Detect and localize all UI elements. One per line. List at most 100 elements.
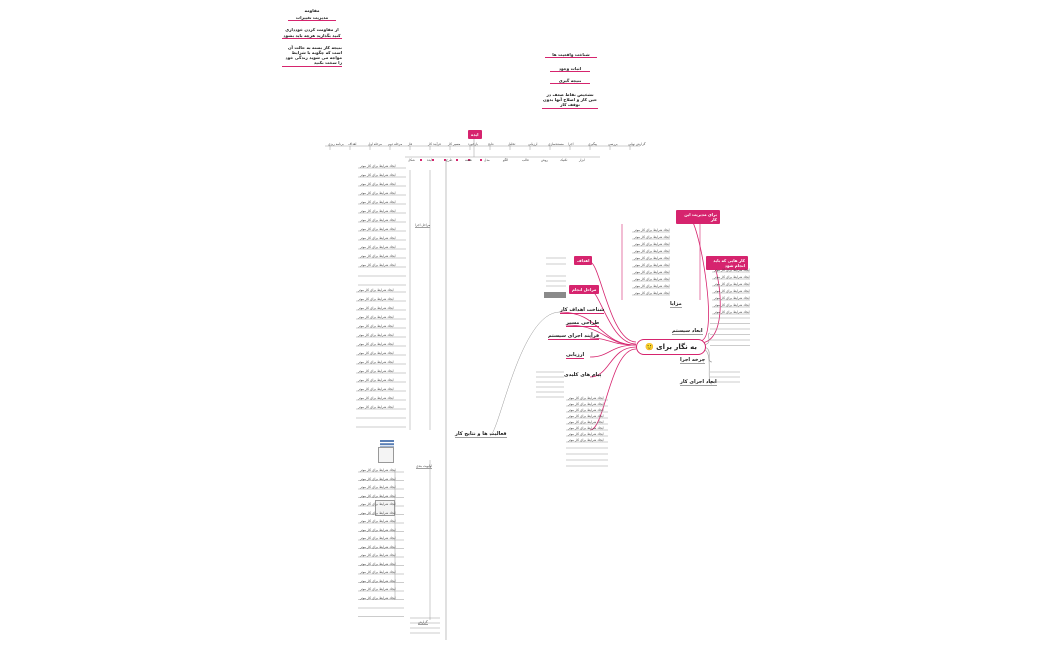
second-row-label[interactable]: الگو [503,158,509,162]
list-item[interactable]: ایجاد شرایط برای کار موثر [634,270,670,274]
list-item[interactable]: ایجاد شرایط برای کار موثر [360,493,396,498]
list-item[interactable]: ایجاد شرایط برای کار موثر [360,218,396,222]
second-row-label[interactable]: روش [541,158,548,162]
list-item[interactable]: ایجاد شرایط برای کار موثر [360,254,396,258]
list-item[interactable]: ایجاد شرایط برای کار موثر [360,536,396,540]
list-item[interactable]: ایجاد شرایط برای کار موثر [358,306,394,310]
top-branch-label[interactable]: فاز [408,142,413,146]
top-branch-label[interactable]: فرآیند کار [428,142,441,146]
left-topic-1[interactable]: شناخت اهداف کار [560,307,605,314]
central-topic[interactable]: به نگار برای 🙂 [636,339,707,355]
tree-section-3[interactable]: گزارش [418,620,428,625]
second-row-label[interactable]: نقشه [465,158,473,162]
list-item[interactable]: ایجاد شرایط برای کار موثر [360,468,396,472]
top-branch-label[interactable]: گزارش نهایی [628,142,646,146]
list-item[interactable]: ایجاد شرایط برای کار موثر [360,570,396,574]
list-item[interactable]: ایجاد شرایط برای کار موثر [358,315,394,319]
second-row-label[interactable]: تکنیک [560,158,568,162]
list-item[interactable]: ایجاد شرایط برای کار موثر [714,296,750,300]
list-item[interactable]: ایجاد شرایط برای کار موثر [360,553,396,557]
list-item[interactable]: ایجاد شرایط برای کار موثر [634,284,670,288]
list-item[interactable]: ایجاد شرایط برای کار موثر [714,303,750,307]
list-item[interactable]: ایجاد شرایط برای کار موثر [360,236,396,240]
top-branch-label[interactable]: بازخورد [468,142,478,146]
top-branch-label[interactable]: مسیر کار [448,142,461,146]
list-item[interactable]: ایجاد شرایط برای کار موثر [360,245,396,249]
list-item[interactable]: ایجاد شرایط برای کار موثر [714,310,750,314]
top-branch-label[interactable]: تحلیل [508,142,516,146]
list-item[interactable]: ایجاد شرایط برای کار موثر [634,235,670,239]
list-item[interactable]: ایجاد شرایط برای کار موثر [360,227,396,231]
top-branch-label[interactable]: ارزیابی [528,142,538,146]
list-item[interactable]: ایجاد شرایط برای کار موثر [634,249,670,253]
left-branch-label[interactable]: پیام های کلیدی [564,372,602,378]
list-item[interactable]: ایجاد شرایط برای کار موثر [568,402,604,406]
list-item[interactable]: ایجاد شرایط برای کار موثر [360,502,396,506]
list-item[interactable]: ایجاد شرایط برای کار موثر [360,263,396,267]
left-pink-topic-a[interactable]: اهداف [574,256,593,265]
tree-section-2[interactable]: اولویت بندی [416,464,433,469]
list-item[interactable]: ایجاد شرایط برای کار موثر [358,360,394,364]
list-item[interactable]: ایجاد شرایط برای کار موثر [568,426,604,430]
list-item[interactable]: ایجاد شرایط برای کار موثر [714,275,750,279]
list-item[interactable]: ایجاد شرایط برای کار موثر [360,182,396,186]
list-item[interactable]: ایجاد شرایط برای کار موثر [358,288,394,292]
list-item[interactable]: ایجاد شرایط برای کار موثر [360,561,396,566]
second-row-label[interactable]: شکل [408,158,415,162]
list-item[interactable]: ایجاد شرایط برای کار موثر [360,587,396,591]
list-item[interactable]: ایجاد شرایط برای کار موثر [714,268,750,272]
tree-main-label[interactable]: فعالیت ها و نتایج کار [455,431,507,438]
list-item[interactable]: ایجاد شرایط برای کار موثر [358,342,394,346]
top-branch-label[interactable]: مرحله دوم [388,142,403,146]
list-item[interactable]: ایجاد شرایط برای کار موثر [568,432,604,436]
list-item[interactable]: ایجاد شرایط برای کار موثر [360,519,396,523]
right-topic-1[interactable]: ابعاد سیستم [672,328,703,335]
list-item[interactable]: ایجاد شرایط برای کار موثر [358,333,394,337]
right-topic-2[interactable]: چرخه اجرا [680,357,706,364]
second-row-label[interactable]: ایده [427,158,433,162]
list-item[interactable]: ایجاد شرایط برای کار موثر [360,200,396,204]
list-item[interactable]: ایجاد شرایط برای کار موثر [634,263,670,267]
list-item[interactable]: ایجاد شرایط برای کار موثر [360,173,396,177]
second-row-label[interactable]: ابزار [579,158,585,162]
tree-section-1[interactable]: مراحل اجرا [415,223,431,228]
second-row-label[interactable]: طرح [446,158,453,162]
top-branch-label[interactable]: اهداف [348,142,357,146]
list-item[interactable]: ایجاد شرایط برای کار موثر [360,209,396,213]
right-topic-4[interactable]: مزایا [670,301,682,308]
top-branch-label[interactable]: برنامه ریزی [328,142,344,146]
list-item[interactable]: ایجاد شرایط برای کار موثر [634,291,670,295]
top-branch-label[interactable]: بررسی [608,142,618,146]
list-item[interactable]: ایجاد شرایط برای کار موثر [360,527,396,532]
second-row-label[interactable]: مدل [484,158,490,162]
list-item[interactable]: ایجاد شرایط برای کار موثر [568,396,604,400]
list-item[interactable]: ایجاد شرایط برای کار موثر [358,396,394,400]
list-item[interactable]: ایجاد شرایط برای کار موثر [360,191,396,195]
top-branch-label[interactable]: مرحله اول [368,142,382,146]
root-node[interactable]: ایده [468,130,482,139]
list-item[interactable]: ایجاد شرایط برای کار موثر [568,438,604,442]
list-item[interactable]: ایجاد شرایط برای کار موثر [360,544,396,549]
list-item[interactable]: ایجاد شرایط برای کار موثر [568,420,604,424]
left-topic-4[interactable]: ارزیابی [566,352,585,359]
left-topic-3[interactable]: فرآیند اجرای سیستم [548,333,600,340]
list-item[interactable]: ایجاد شرایط برای کار موثر [360,164,396,168]
list-item[interactable]: ایجاد شرایط برای کار موثر [568,408,604,412]
list-item[interactable]: ایجاد شرایط برای کار موثر [714,282,750,286]
right-topic-3[interactable]: ابعاد اجرای کار [680,379,717,386]
list-item[interactable]: ایجاد شرایط برای کار موثر [360,510,396,515]
list-item[interactable]: ایجاد شرایط برای کار موثر [358,387,394,391]
right-pink-topic-a[interactable]: برای مدیریت این کار [676,210,720,224]
list-item[interactable]: ایجاد شرایط برای کار موثر [358,369,394,373]
second-row-label[interactable]: قالب [522,158,529,162]
list-item[interactable]: ایجاد شرایط برای کار موثر [360,595,396,600]
list-item[interactable]: ایجاد شرایط برای کار موثر [358,297,394,301]
list-item[interactable]: ایجاد شرایط برای کار موثر [714,289,750,293]
top-branch-label[interactable]: نتایج [488,142,494,146]
top-branch-label[interactable]: پیگیری [588,142,597,146]
list-item[interactable]: ایجاد شرایط برای کار موثر [358,324,394,328]
right-pink-topic-b[interactable]: کار هایی که باید انجام شود [706,256,748,270]
list-item[interactable]: ایجاد شرایط برای کار موثر [634,256,670,260]
list-item[interactable]: ایجاد شرایط برای کار موثر [634,277,670,281]
list-item[interactable]: ایجاد شرایط برای کار موثر [358,378,394,382]
